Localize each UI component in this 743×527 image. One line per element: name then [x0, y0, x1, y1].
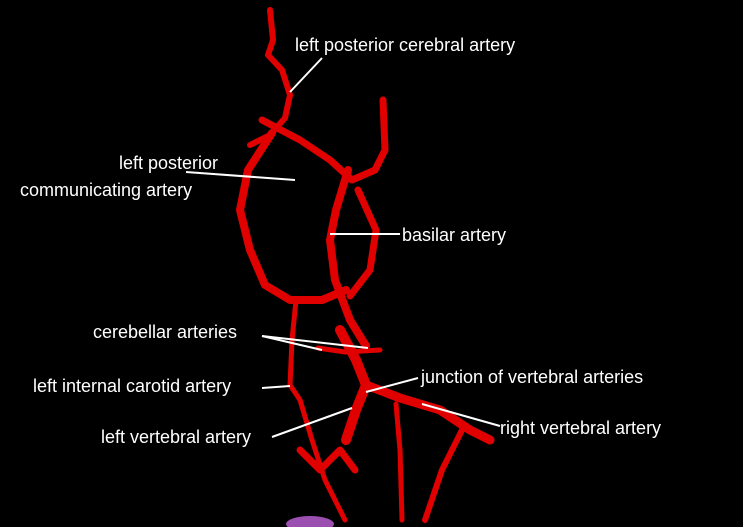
right-vertebral-artery: [361, 380, 495, 445]
leader-lines: [185, 57, 501, 438]
purple-structure: [286, 516, 334, 527]
cerebellar-branch: [315, 345, 383, 355]
label-left-posterior-communicating-artery-line1: left posterior: [118, 153, 218, 173]
leader-lva: [271, 407, 353, 438]
leader-lpcom: [185, 171, 296, 181]
label-right-vertebral-artery: right vertebral artery: [500, 418, 662, 438]
upper-right-branch: [258, 96, 389, 184]
leader-rva: [421, 403, 501, 427]
basilar-artery: [326, 166, 370, 350]
lower-left-branch: [296, 446, 359, 474]
leader-cerebellar-2: [261, 335, 369, 349]
label-basilar-artery: basilar artery: [402, 225, 507, 245]
vessels: [236, 7, 495, 523]
label-junction-of-vertebral-arteries: junction of vertebral arteries: [421, 367, 644, 387]
lower-branch-2: [422, 427, 465, 523]
right-loop: [346, 186, 380, 300]
label-left-posterior-communicating-artery-line2: communicating artery: [20, 180, 193, 200]
label-cerebellar-arteries: cerebellar arteries: [93, 322, 238, 342]
label-left-vertebral-artery: left vertebral artery: [101, 427, 252, 447]
leader-junction: [365, 377, 419, 393]
label-left-internal-carotid-artery: left internal carotid artery: [33, 376, 232, 396]
label-left-posterior-cerebral-artery: left posterior cerebral artery: [295, 35, 516, 55]
lower-branch-1: [393, 401, 405, 523]
leader-cerebellar-1: [261, 335, 323, 351]
leader-lica: [261, 385, 291, 389]
leader-lpca: [289, 57, 323, 93]
